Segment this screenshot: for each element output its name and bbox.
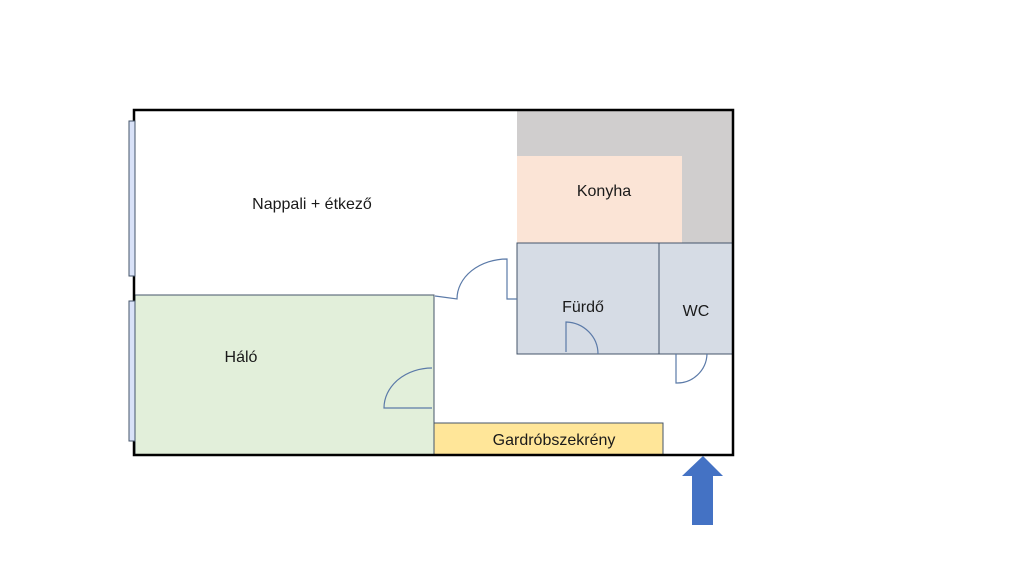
wardrobe-label: Gardróbszekrény <box>493 432 616 449</box>
hallway-door-icon <box>434 258 517 300</box>
window-living <box>128 120 136 277</box>
wc-label: WC <box>683 303 710 320</box>
entrance-arrow-icon <box>682 456 723 525</box>
outer-walls <box>132 108 735 457</box>
wc-door-icon <box>675 353 708 384</box>
bedroom-door-icon <box>383 367 433 409</box>
window-bedroom <box>128 300 136 442</box>
bathroom-door-icon <box>565 321 599 355</box>
bedroom-room <box>134 294 435 456</box>
kitchen-label: Konyha <box>577 183 631 200</box>
bathroom-room <box>516 242 660 355</box>
bathroom-label: Fürdő <box>562 299 604 316</box>
living-room-label: Nappali + étkező <box>252 196 372 213</box>
bedroom-label: Háló <box>225 349 258 366</box>
wardrobe <box>433 422 664 456</box>
kitchen-room <box>517 156 682 243</box>
wc-room <box>658 242 734 355</box>
